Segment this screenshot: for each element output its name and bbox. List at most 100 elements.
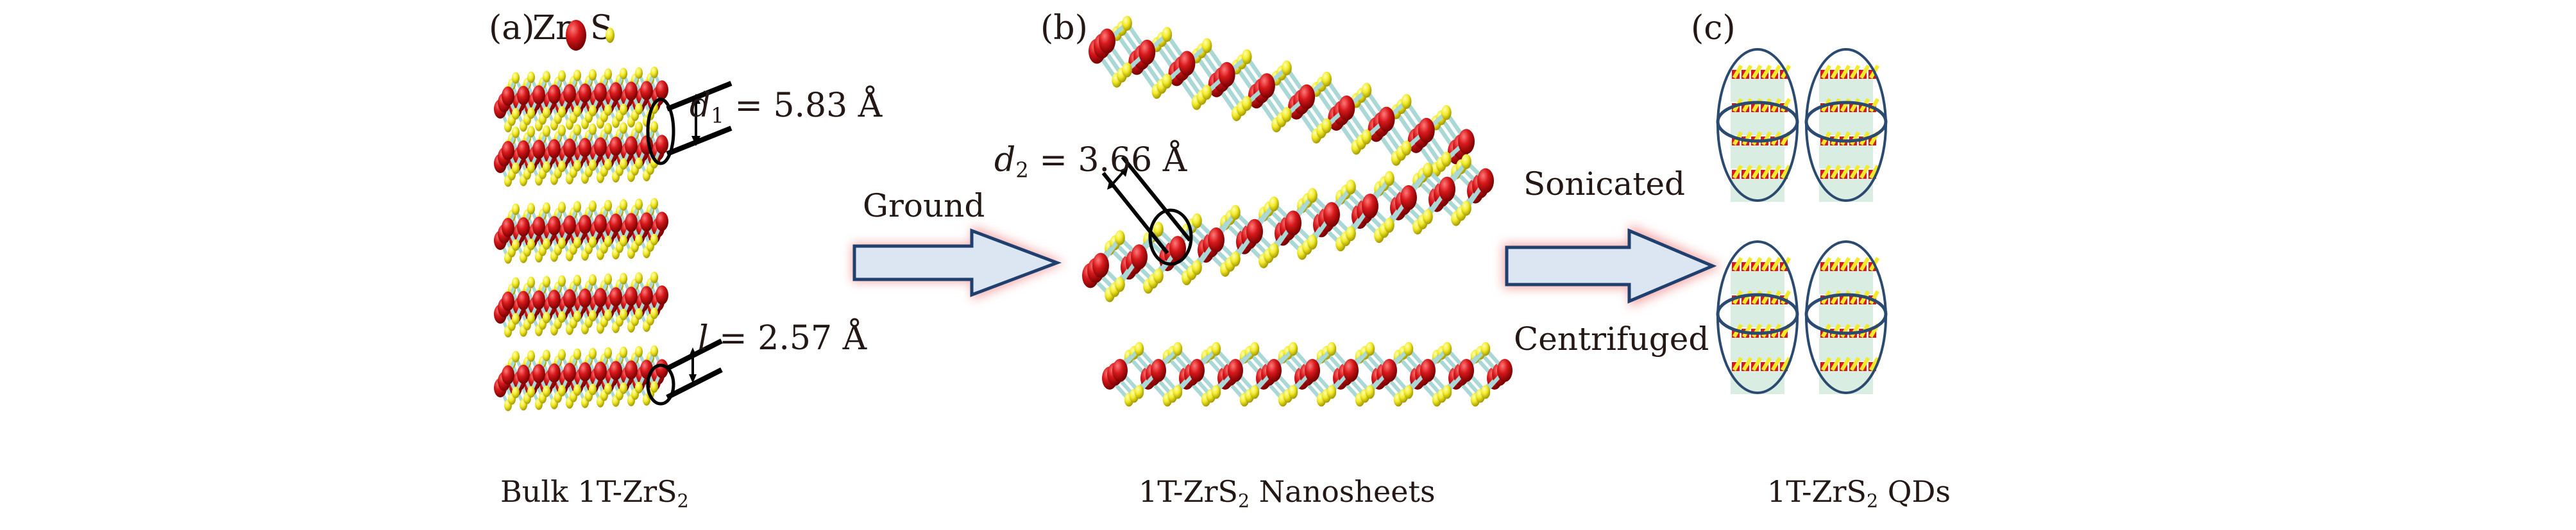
s-atom	[1741, 356, 1753, 372]
s-atom	[1442, 342, 1452, 356]
s-atom	[604, 273, 612, 285]
s-atom	[1830, 64, 1842, 79]
s-atom	[527, 276, 535, 288]
s-atom	[635, 67, 643, 79]
s-atom	[1269, 196, 1279, 211]
s-atom	[1365, 385, 1375, 399]
zr-atom	[1420, 359, 1436, 382]
s-atom	[543, 349, 550, 361]
s-atom	[1820, 356, 1832, 372]
zr-atom	[609, 82, 622, 102]
nanosheets-structure	[1082, 15, 1513, 407]
s-atom	[1732, 64, 1743, 79]
quantum-dot	[1804, 240, 1888, 394]
zr-atom	[1169, 236, 1186, 261]
s-atom	[1211, 342, 1221, 356]
s-atom	[1134, 342, 1144, 356]
zr-atom	[502, 141, 514, 160]
sonicate-centrifuge-arrow-icon	[1503, 224, 1722, 308]
s-atom	[650, 120, 658, 133]
step-sonicated-label: Sonicated	[1523, 165, 1686, 203]
s-atom	[1761, 164, 1772, 179]
zr-atom	[563, 138, 576, 158]
zr-atom	[579, 362, 591, 382]
s-atom	[1441, 151, 1452, 167]
zr-atom	[625, 213, 638, 233]
zr-atom	[1418, 117, 1435, 143]
s-atom	[1859, 64, 1870, 79]
s-atom	[1441, 104, 1452, 120]
s-atom	[543, 106, 550, 119]
s-atom	[1230, 204, 1241, 220]
s-atom	[1461, 201, 1471, 216]
s-atom	[604, 68, 612, 80]
s-atom	[558, 349, 566, 361]
s-atom	[604, 158, 612, 170]
s-atom	[620, 103, 627, 115]
panel-b-label: (b)	[1040, 9, 1088, 47]
s-atom	[589, 274, 597, 286]
s-atom	[1780, 164, 1792, 179]
s-atom	[1770, 356, 1782, 372]
s-atom	[604, 383, 612, 395]
s-atom	[1192, 260, 1202, 276]
panel-c-label: (c)	[1691, 9, 1736, 47]
s-atom	[1751, 256, 1763, 272]
s-atom	[1780, 356, 1792, 372]
s-atom	[1859, 356, 1870, 372]
zr-atom	[656, 211, 668, 231]
s-atom	[620, 272, 627, 285]
caption-c-suffix: QDs	[1878, 474, 1951, 509]
s-atom	[1849, 256, 1861, 272]
s-atom	[512, 126, 520, 138]
caption-b-suffix: Nanosheets	[1250, 474, 1436, 509]
s-atom	[1230, 251, 1241, 267]
zr-atom	[1338, 95, 1355, 121]
s-atom	[527, 350, 535, 362]
s-atom	[589, 310, 597, 322]
s-atom	[604, 347, 612, 359]
l-value: = 2.57 Å	[719, 319, 867, 358]
s-atom	[1761, 290, 1772, 305]
zr-atom	[502, 218, 514, 237]
s-atom	[620, 67, 627, 79]
zr-atom	[502, 365, 514, 385]
s-atom	[589, 236, 597, 248]
s-atom	[573, 384, 581, 396]
s-atom	[543, 276, 550, 288]
s-atom	[1282, 107, 1292, 122]
quantum-dot	[1804, 48, 1888, 202]
qd-equator	[1804, 101, 1888, 143]
zr-atom	[1099, 28, 1115, 54]
zr-atom	[563, 289, 576, 309]
caption-b-text: 1T-ZrS	[1139, 474, 1239, 509]
s-atom	[1868, 356, 1880, 372]
zr-atom	[563, 84, 576, 104]
s-atom	[635, 381, 643, 393]
zr-atom	[609, 137, 622, 156]
s-atom	[558, 160, 566, 172]
caption-a-subscript: 2	[677, 490, 689, 512]
s-atom	[512, 108, 520, 120]
s-atom	[527, 312, 535, 324]
s-atom	[1849, 356, 1861, 372]
s-atom	[1840, 356, 1851, 372]
s-atom	[650, 345, 658, 357]
zr-atom	[1189, 359, 1205, 382]
s-atom	[1282, 60, 1292, 76]
s-atom	[1830, 256, 1842, 272]
s-atom	[1480, 385, 1491, 399]
s-atom	[1840, 256, 1851, 272]
zr-atom	[609, 287, 622, 307]
zr-atom	[532, 140, 545, 160]
s-atom	[573, 236, 581, 249]
s-atom	[1849, 164, 1861, 179]
zr-atom	[625, 81, 638, 101]
d2-symbol: d	[994, 141, 1016, 179]
s-atom	[1732, 256, 1743, 272]
s-atom	[573, 274, 581, 286]
zr-atom	[548, 363, 561, 383]
s-atom	[1361, 83, 1372, 98]
s-atom	[650, 307, 658, 319]
s-atom	[512, 203, 520, 215]
